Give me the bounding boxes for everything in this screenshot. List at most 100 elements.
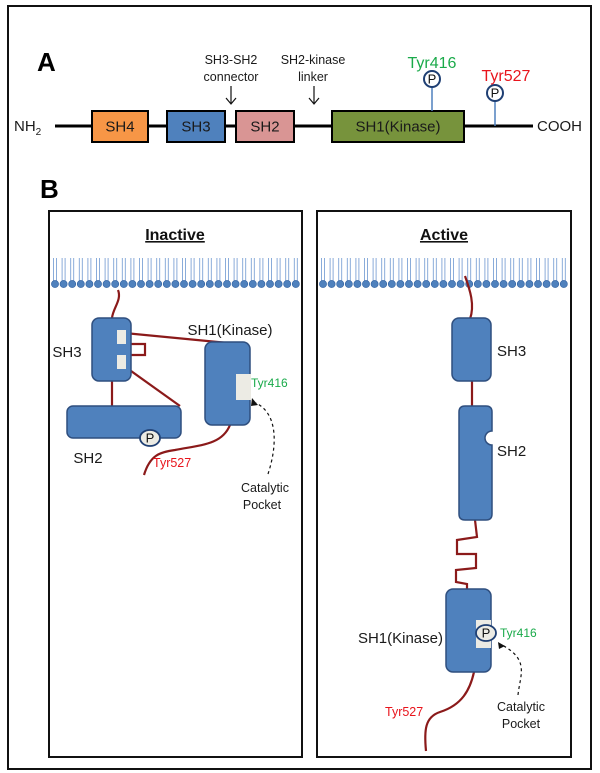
n-terminus-label: NH2	[14, 118, 42, 138]
lipid-head	[137, 280, 145, 288]
lipid-head	[353, 280, 362, 288]
lipid-head	[102, 280, 111, 288]
connector-label-line1: SH3-SH2	[205, 53, 258, 67]
inactive-pocket-label-line2: Pocket	[243, 498, 282, 512]
inactive-sh3: SH3	[52, 317, 132, 382]
active-sh3: SH3	[451, 317, 526, 382]
lipid-head	[482, 280, 491, 288]
lipid-head	[231, 280, 240, 288]
lipid-head	[439, 280, 448, 288]
lipid-head	[94, 280, 102, 288]
lipid-head	[266, 280, 274, 288]
active-pocket-label-line2: Pocket	[502, 717, 541, 731]
lipid-head	[274, 280, 283, 288]
lipid-head	[396, 280, 405, 288]
inactive-phospho-tyr527: P	[139, 429, 161, 447]
linker-annotation: SH2-kinase linker	[281, 53, 346, 105]
domain-sh1-kinase: SH1(Kinase)	[331, 110, 465, 143]
lipid-head	[214, 280, 223, 288]
lipid-head	[413, 280, 422, 288]
phospho-icon	[423, 70, 441, 88]
lipid-head	[448, 280, 456, 288]
lipid-head	[128, 280, 137, 288]
membrane-anchor-chain	[463, 275, 474, 320]
domain-sh3-label: SH3	[181, 119, 210, 136]
active-frame	[316, 210, 572, 758]
pocket-pointer-arrow-icon	[255, 402, 275, 475]
svg-text:P: P	[146, 431, 155, 446]
lipid-head	[197, 280, 206, 288]
domain-sh3: SH3	[166, 110, 226, 143]
lipid-head	[59, 280, 68, 288]
panel-a: A NH2 COOH SH4 SH3 SH2 SH1(Kinase) SH3-S…	[14, 47, 582, 143]
lipid-head	[257, 280, 266, 288]
membrane-bilayer	[319, 258, 568, 288]
lipid-head	[422, 280, 431, 288]
lipid-head	[551, 280, 560, 288]
lipid-head	[559, 280, 568, 288]
lipid-head	[525, 280, 534, 288]
site-tyr416: P Tyr416	[408, 55, 457, 111]
domain-sh4-label: SH4	[105, 119, 134, 136]
lipid-head	[51, 280, 59, 288]
lipid-head	[171, 280, 180, 288]
lipid-head	[387, 280, 396, 288]
tyr416-label: Tyr416	[408, 55, 457, 72]
lipid-head	[111, 280, 120, 288]
lipid-head	[205, 280, 214, 288]
phospho-symbol: P	[428, 72, 437, 87]
lipid-head	[85, 280, 94, 288]
tyr527-label: Tyr527	[482, 68, 531, 85]
lipid-head	[283, 280, 292, 288]
catalytic-pocket	[236, 374, 251, 400]
lipid-head	[145, 280, 154, 288]
domain-sh2: SH2	[235, 110, 295, 143]
lipid-head	[68, 280, 77, 288]
lipid-head	[534, 280, 542, 288]
panel-active: Active SH3 SH2 SH1(Kinase) P Tyr416 Tyr5…	[316, 210, 572, 758]
phospho-icon	[475, 624, 497, 642]
svg-text:P: P	[482, 626, 491, 641]
lipid-head	[542, 280, 551, 288]
lipid-head	[119, 280, 128, 288]
lipid-head	[248, 280, 257, 288]
lipid-head	[291, 280, 300, 288]
panel-inactive: Inactive SH3 SH2 P Tyr527 SH1(	[48, 210, 303, 758]
lipid-head	[499, 280, 508, 288]
lipid-head	[362, 280, 370, 288]
membrane-bilayer	[51, 258, 300, 288]
phospho-symbol: P	[491, 86, 500, 101]
panel-b-letter: B	[40, 174, 59, 204]
lipid-head	[473, 280, 482, 288]
lipid-head	[223, 280, 231, 288]
domain-sh4: SH4	[91, 110, 149, 143]
lipid-head	[516, 280, 525, 288]
lipid-head	[240, 280, 249, 288]
lipid-head	[456, 280, 465, 288]
active-sh2: SH2	[458, 405, 526, 521]
panel-a-letter: A	[37, 47, 56, 77]
site-tyr527: P Tyr527	[482, 68, 531, 126]
lipid-head	[405, 280, 413, 288]
lipid-head	[327, 280, 336, 288]
connector-annotation: SH3-SH2 connector	[204, 53, 258, 105]
active-sh3-label: SH3	[497, 343, 526, 360]
lipid-head	[379, 280, 388, 288]
linker-chain	[454, 519, 479, 589]
inactive-tyr527-label: Tyr527	[153, 456, 191, 470]
lipid-head	[430, 280, 439, 288]
c-terminus-label: COOH	[537, 118, 582, 135]
c-tail-chain	[142, 424, 232, 476]
inactive-sh3-label: SH3	[52, 344, 81, 361]
inactive-tyr416-label: Tyr416	[251, 376, 288, 390]
lipid-head	[336, 280, 345, 288]
membrane-anchor-chain	[110, 289, 121, 319]
linker-label-line2: linker	[298, 70, 328, 84]
active-tyr527-label: Tyr527	[385, 705, 423, 719]
inactive-sh1-kinase: SH1(Kinase) Tyr416	[187, 322, 288, 426]
linker-label-line1: SH2-kinase	[281, 53, 346, 67]
pocket-pointer-arrow-icon	[501, 644, 522, 696]
lipid-head	[76, 280, 85, 288]
c-tail-chain	[424, 671, 476, 752]
lipid-head	[508, 280, 517, 288]
